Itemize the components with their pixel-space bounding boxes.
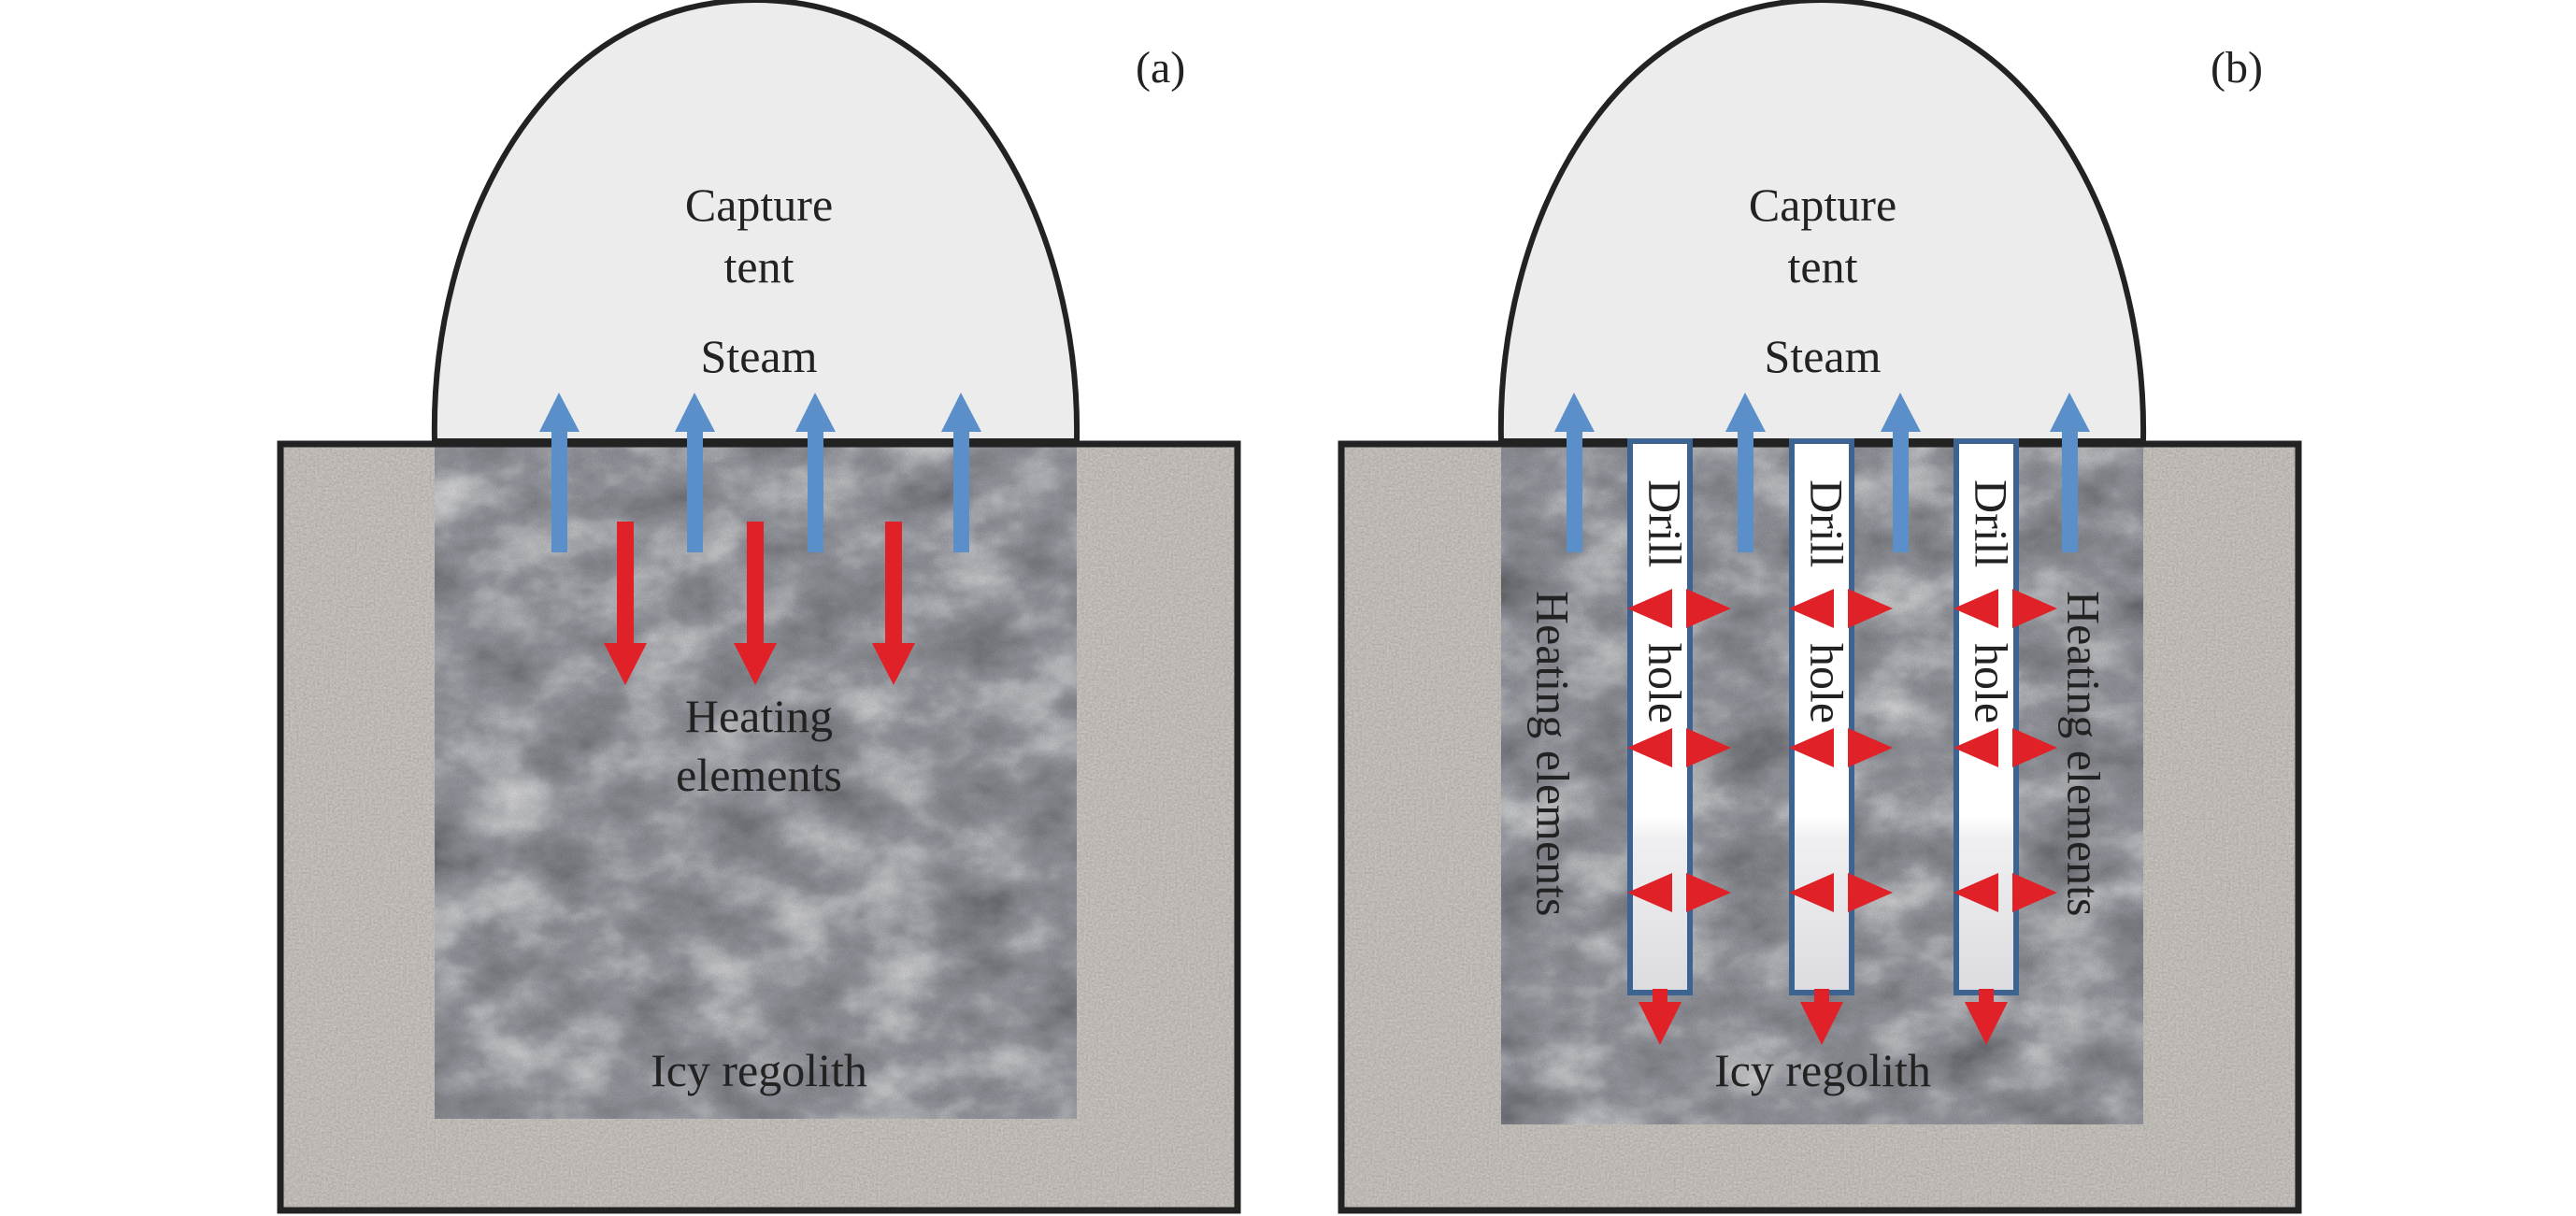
heating-label-b-left: Heating elements (1527, 591, 1580, 917)
heat-arrow-right (1848, 589, 1893, 628)
capture-tent-b (1497, 0, 2147, 444)
heat-arrow-right (2012, 589, 2057, 628)
steam-arrow (539, 393, 580, 552)
heat-arrow-right (1848, 728, 1893, 767)
tent-label-a-line1: Capture (685, 179, 833, 231)
capture-tent-a (431, 0, 1080, 444)
heat-arrow-left (1627, 873, 1672, 912)
heat-arrows-b (1627, 589, 2057, 912)
drill-label-2-word1: Drill (1801, 479, 1853, 567)
heat-arrow-right (1686, 873, 1731, 912)
regolith-label-a: Icy regolith (651, 1044, 867, 1096)
regolith-label-b: Icy regolith (1714, 1044, 1931, 1096)
heat-arrow-left (1627, 589, 1672, 628)
heating-label-a-line1: Heating (685, 690, 833, 742)
tent-label-b-line2: tent (1788, 240, 1858, 293)
heating-label-b-right: Heating elements (2058, 591, 2111, 917)
steam-label-a: Steam (701, 330, 818, 382)
heat-arrow-left (1789, 589, 1834, 628)
heat-arrow-right (2012, 873, 2057, 912)
heat-arrow-left (1953, 589, 1998, 628)
steam-arrow (795, 393, 836, 552)
steam-arrow (1554, 393, 1595, 552)
heat-arrow-left (1789, 728, 1834, 767)
heat-arrow (604, 522, 647, 685)
steam-arrow (1881, 393, 1921, 552)
drill-label-3-word2: hole (1966, 643, 2018, 723)
steam-arrows-a (539, 393, 981, 552)
panel-label-a: (a) (1136, 43, 1185, 93)
steam-arrows-b (1554, 393, 2090, 552)
heat-arrow (734, 522, 777, 685)
heat-arrows-a (604, 522, 915, 685)
drill-label-2-word2: hole (1801, 643, 1853, 723)
drill-label-3-word1: Drill (1966, 479, 2018, 567)
steam-arrow (1725, 393, 1766, 552)
tent-label-a-line2: tent (724, 240, 794, 293)
soil-outline-a (277, 440, 1241, 1214)
heating-label-a-line2: elements (676, 749, 842, 801)
steam-arrow (675, 393, 715, 552)
steam-arrow (2050, 393, 2090, 552)
heat-arrow (872, 522, 915, 685)
drill-label-1-word1: Drill (1639, 479, 1692, 567)
heat-arrow-left (1953, 873, 1998, 912)
heat-arrow-left (1789, 873, 1834, 912)
panel-label-b: (b) (2211, 43, 2263, 93)
heat-arrow-left (1953, 728, 1998, 767)
panel-a: (a) Capture tent Steam Heating elements … (277, 0, 1241, 1214)
steam-arrow (941, 393, 981, 552)
drill-label-1-word2: hole (1639, 643, 1692, 723)
heat-arrow-right (1686, 589, 1731, 628)
heat-arrow-left (1627, 728, 1672, 767)
heat-arrow-right (1848, 873, 1893, 912)
panel-b: Drill hole Drill hole Drill hole Heating… (1338, 0, 2302, 1214)
heat-arrow-right (2012, 728, 2057, 767)
steam-label-b: Steam (1765, 330, 1882, 382)
heat-arrow-right (1686, 728, 1731, 767)
tent-label-b-line1: Capture (1749, 179, 1896, 231)
